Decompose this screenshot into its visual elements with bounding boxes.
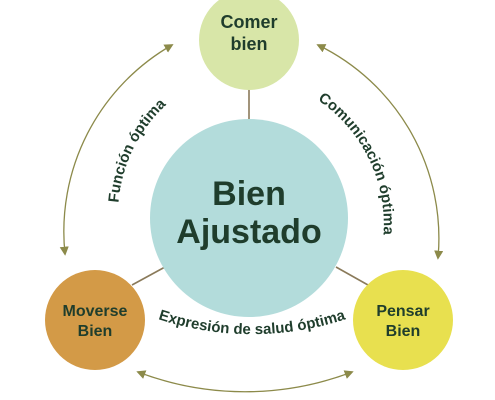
node-moverse-bien (45, 270, 145, 370)
node-comer-bien (199, 0, 299, 90)
node-moverse-bien-line2: Bien (78, 323, 113, 340)
node-pensar-bien-line2: Bien (386, 323, 421, 340)
center-circle (150, 119, 348, 317)
node-pensar-bien-line1: Pensar (376, 303, 429, 320)
center-label-line1: Bien (212, 175, 286, 213)
connector-right (335, 266, 369, 286)
arrow-top-to-right (316, 44, 444, 260)
node-comer-bien-line1: Comer (220, 12, 277, 32)
node-pensar-bien (353, 270, 453, 370)
connector-left (131, 266, 166, 286)
arrow-left-to-right (136, 370, 354, 393)
node-comer-bien-line2: bien (230, 34, 267, 54)
node-moverse-bien-line1: Moverse (63, 303, 128, 320)
center-label-line2: Ajustado (176, 213, 321, 251)
arrow-top-to-left (59, 44, 174, 256)
